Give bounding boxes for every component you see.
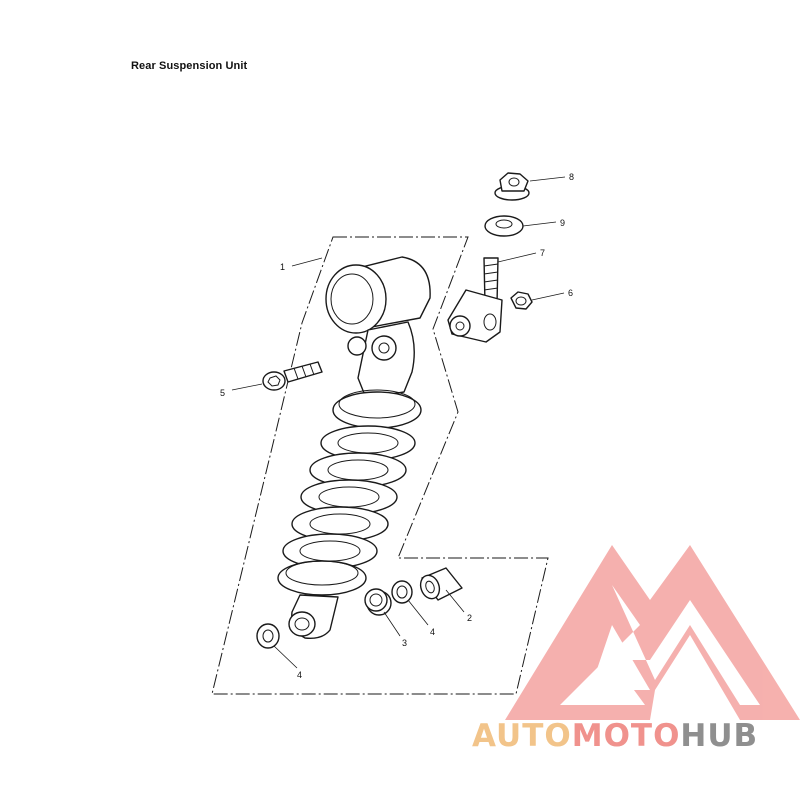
watermark-auto: AUTO bbox=[472, 718, 572, 754]
callout-7: 7 bbox=[540, 248, 545, 258]
callout-4-upper: 4 bbox=[430, 627, 435, 637]
flange-nut bbox=[494, 172, 530, 201]
callout-9: 9 bbox=[560, 218, 565, 228]
bush bbox=[364, 588, 392, 616]
watermark-hub: HUB bbox=[680, 718, 759, 754]
flat-washer bbox=[484, 215, 524, 237]
sleeve-spacer bbox=[419, 567, 463, 601]
page-title: Rear Suspension Unit bbox=[131, 60, 248, 72]
callout-2: 2 bbox=[467, 613, 472, 623]
watermark-text: AUTOMOTOHUB bbox=[472, 718, 758, 754]
callout-1: 1 bbox=[280, 262, 285, 272]
callout-labels: 1 2 3 4 4 5 6 7 8 9 bbox=[220, 172, 574, 680]
callout-3: 3 bbox=[402, 638, 407, 648]
watermark-moto: MOTO bbox=[571, 718, 681, 754]
upper-mount-bracket bbox=[447, 289, 503, 343]
shock-absorber bbox=[277, 256, 431, 640]
callout-4-lower: 4 bbox=[297, 670, 302, 680]
callout-8: 8 bbox=[569, 172, 574, 182]
washer-lower bbox=[256, 623, 280, 649]
callout-6: 6 bbox=[568, 288, 573, 298]
socket-head-bolt bbox=[262, 361, 323, 391]
washer-upper bbox=[391, 580, 413, 604]
leader-lines bbox=[231, 176, 566, 669]
callout-5: 5 bbox=[220, 388, 225, 398]
nut-small bbox=[510, 291, 533, 310]
watermark-logo bbox=[505, 545, 800, 720]
assembly-boundary bbox=[211, 236, 549, 695]
